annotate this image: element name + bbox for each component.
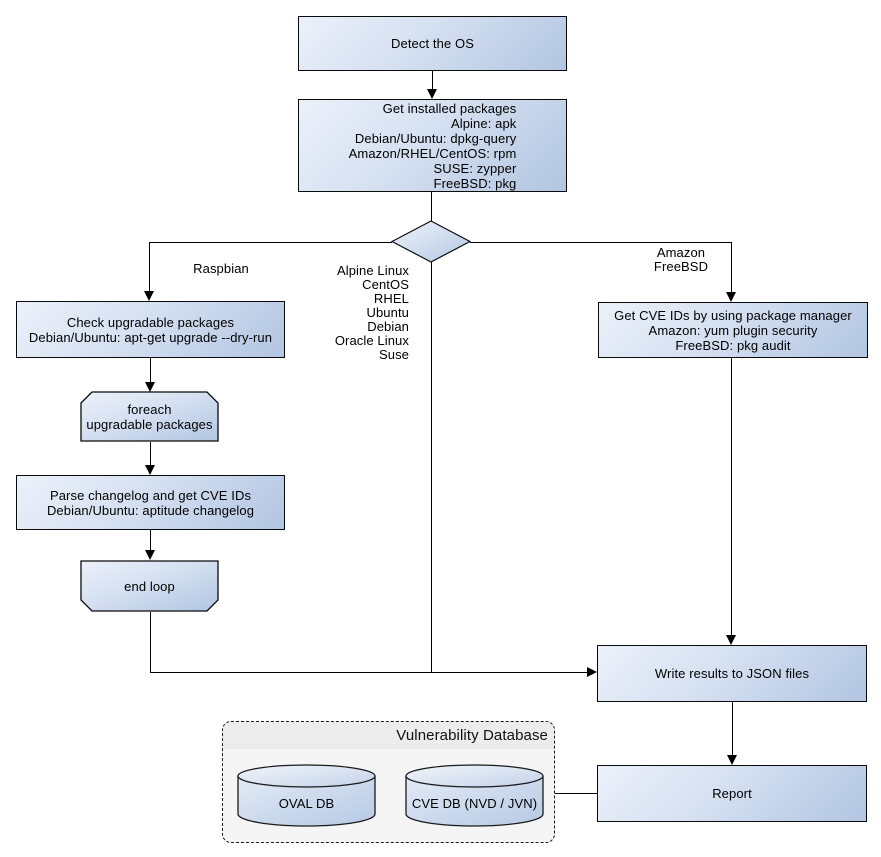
- node-cve-db-cylinder: CVE DB (NVD / JVN): [405, 764, 544, 827]
- edge-label-raspbian: Raspbian: [176, 262, 266, 276]
- edge-endloop-down-line: [150, 612, 151, 673]
- edge-check-to-foreach-line: [150, 358, 151, 384]
- node-label: OVAL DB: [278, 796, 335, 811]
- edge-label-text: Raspbian: [193, 261, 249, 276]
- arrowhead-down-icon: [726, 635, 736, 645]
- node-label: Report: [712, 786, 752, 801]
- arrowhead-down-icon: [727, 755, 737, 765]
- edge-detect-to-packages-line: [432, 71, 433, 91]
- group-title: Vulnerability Database: [396, 727, 548, 744]
- arrowhead-down-icon: [726, 292, 736, 302]
- node-decision-diamond: [391, 220, 471, 263]
- node-detect-os: Detect the OS: [298, 16, 567, 71]
- arrowhead-right-icon: [587, 667, 597, 677]
- node-label: Detect the OS: [391, 36, 474, 51]
- arrowhead-down-icon: [427, 89, 437, 99]
- database-cylinder-icon: [405, 764, 544, 827]
- loop-end-shape-icon: [80, 560, 219, 612]
- node-parse-changelog: Parse changelog and get CVE IDs Debian/U…: [16, 475, 285, 530]
- edge-decision-right-vline: [731, 242, 732, 294]
- arrowhead-down-icon: [145, 550, 155, 560]
- node-write-results-json: Write results to JSON files: [597, 645, 867, 702]
- database-cylinder-icon: [237, 764, 376, 827]
- diamond-shape-icon: [391, 220, 471, 263]
- edge-decision-left-hline: [149, 242, 392, 243]
- arrowhead-down-icon: [145, 382, 155, 392]
- node-label: Write results to JSON files: [654, 666, 810, 681]
- node-label: end loop: [124, 578, 175, 594]
- node-check-upgradable-packages: Check upgradable packages Debian/Ubuntu:…: [16, 301, 285, 358]
- edge-label-amazon-freebsd: Amazon FreeBSD: [653, 245, 709, 274]
- node-label: Get installed packages Alpine: apk Debia…: [348, 100, 517, 191]
- edge-decision-middle-vline: [431, 262, 432, 673]
- edge-packages-to-decision-line: [431, 192, 432, 222]
- arrowhead-down-icon: [144, 291, 154, 301]
- edge-parse-to-endloop-line: [150, 530, 151, 552]
- edge-write-to-report-line: [732, 702, 733, 757]
- node-get-cve-ids: Get CVE IDs by using package manager Ama…: [598, 302, 868, 358]
- node-label: Check upgradable packages Debian/Ubuntu:…: [28, 314, 273, 345]
- group-title-band: Vulnerability Database: [223, 722, 554, 749]
- node-oval-db-cylinder: OVAL DB: [237, 764, 376, 827]
- node-report: Report: [597, 765, 867, 822]
- edge-merge-hline: [150, 672, 590, 673]
- edge-label-os-list: Alpine Linux CentOS RHEL Ubuntu Debian O…: [334, 263, 409, 362]
- arrowhead-down-icon: [145, 465, 155, 475]
- node-label: CVE DB (NVD / JVN): [411, 796, 538, 811]
- node-get-installed-packages: Get installed packages Alpine: apk Debia…: [298, 99, 567, 192]
- node-label: Get CVE IDs by using package manager Ama…: [614, 307, 852, 353]
- node-foreach-loop: foreach upgradable packages: [80, 391, 219, 442]
- loop-start-shape-icon: [80, 391, 219, 442]
- edge-cvedb-to-report-line: [543, 793, 597, 794]
- edge-getcve-to-write-line: [731, 358, 732, 637]
- node-end-loop: end loop: [80, 560, 219, 612]
- edge-foreach-to-parse-line: [150, 442, 151, 467]
- node-label: Parse changelog and get CVE IDs Debian/U…: [46, 487, 255, 518]
- node-label: foreach upgradable packages: [86, 401, 213, 432]
- edge-decision-right-hline: [470, 242, 731, 243]
- edge-decision-left-vline: [149, 242, 150, 293]
